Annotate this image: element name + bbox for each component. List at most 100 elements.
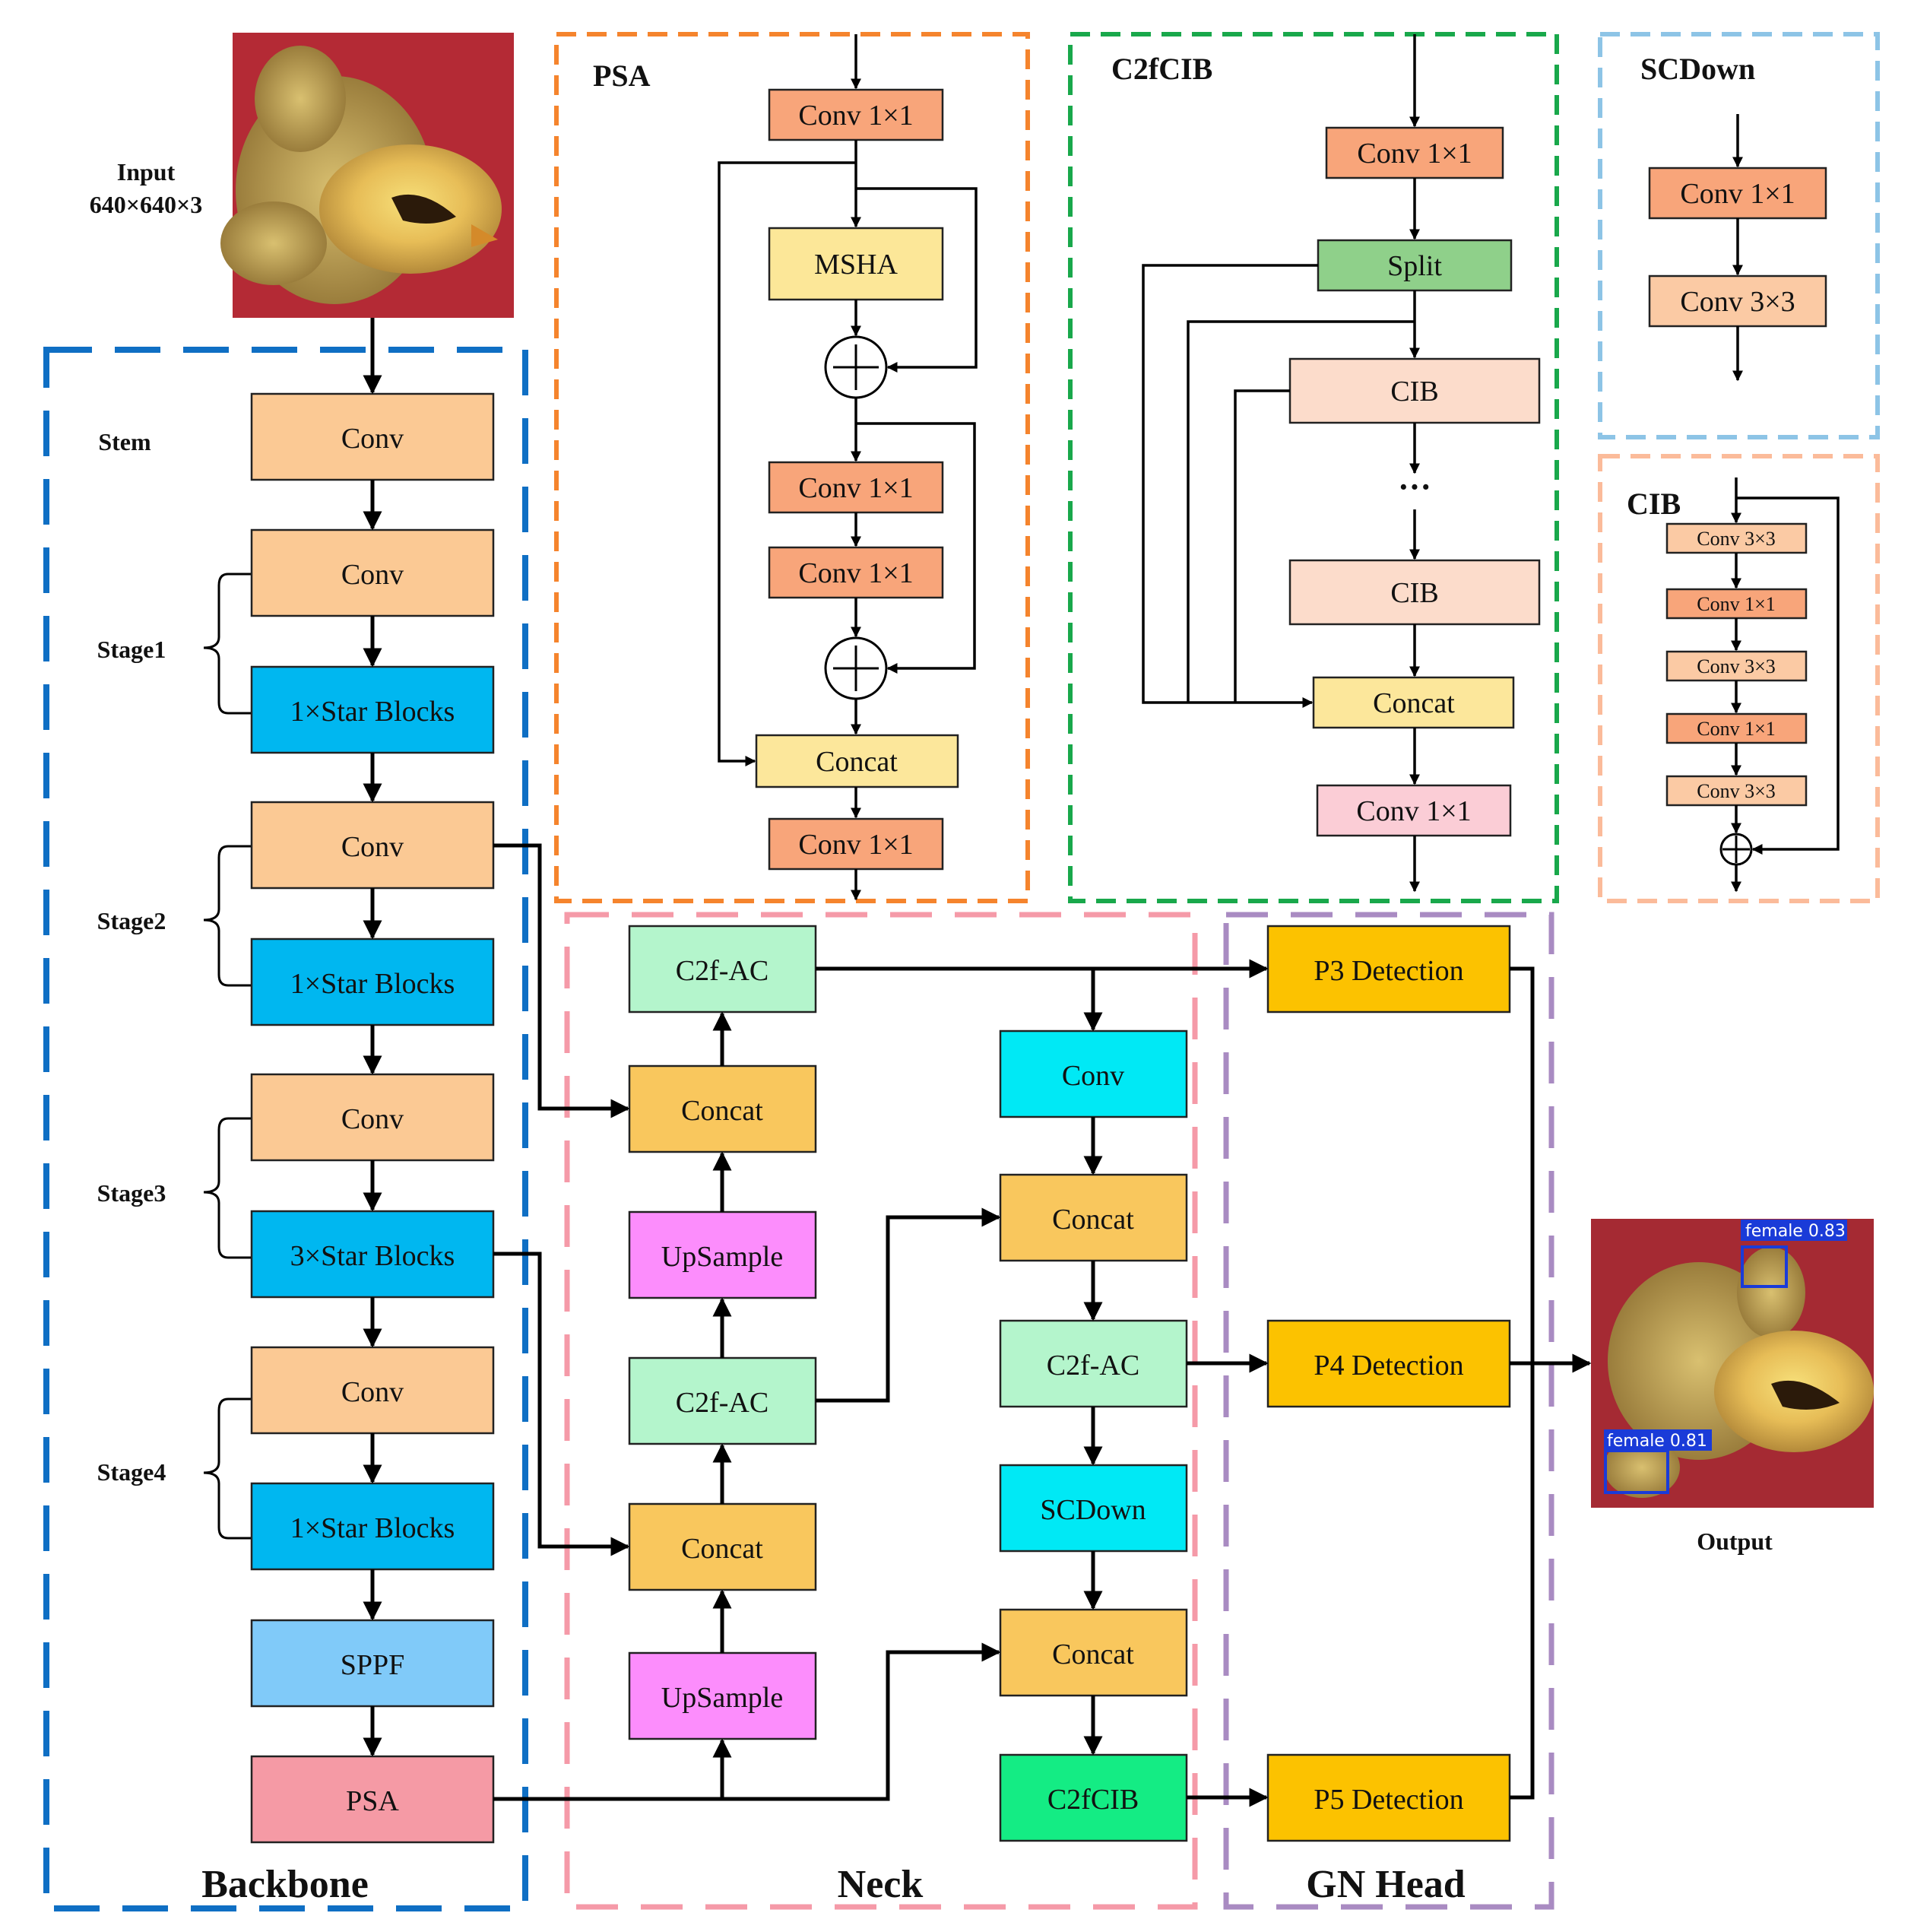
svg-text:SCDown: SCDown xyxy=(1040,1494,1146,1526)
backbone-title: Backbone xyxy=(201,1863,369,1906)
cib-conv-5: Conv 3×3 xyxy=(1665,775,1808,807)
svg-text:Conv: Conv xyxy=(341,559,404,591)
svg-text:Conv 1×1: Conv 1×1 xyxy=(798,472,913,504)
head-p3-detection: P3 Detection xyxy=(1266,925,1511,1014)
input-image xyxy=(220,33,514,318)
svg-text:Conv 3×3: Conv 3×3 xyxy=(1697,780,1776,802)
c2fcib-detail-title: C2fCIB xyxy=(1111,52,1212,86)
svg-text:P4 Detection: P4 Detection xyxy=(1314,1350,1463,1382)
backbone-border xyxy=(43,347,528,1911)
svg-text:Conv 1×1: Conv 1×1 xyxy=(1697,593,1776,615)
head-p4-detection: P4 Detection xyxy=(1266,1319,1511,1408)
svg-text:1×Star Blocks: 1×Star Blocks xyxy=(290,968,455,1000)
svg-text:Conv 1×1: Conv 1×1 xyxy=(1680,178,1795,210)
stage-label-stem: Stem xyxy=(98,428,151,455)
svg-text:Concat: Concat xyxy=(1052,1204,1134,1236)
svg-text:C2fCIB: C2fCIB xyxy=(1047,1784,1139,1816)
neck-c2fac-right: C2f-AC xyxy=(999,1319,1188,1408)
svg-text:UpSample: UpSample xyxy=(661,1241,783,1273)
neck-border xyxy=(564,912,1198,1910)
svg-text:3×Star Blocks: 3×Star Blocks xyxy=(290,1240,455,1272)
svg-text:1×Star Blocks: 1×Star Blocks xyxy=(290,696,455,728)
bb-conv-stem: Conv xyxy=(250,392,495,481)
stage-label-stage2: Stage2 xyxy=(97,907,166,934)
cib-conv-4: Conv 1×1 xyxy=(1665,712,1808,744)
svg-text:Conv 1×1: Conv 1×1 xyxy=(1356,795,1471,827)
psa-conv-4: Conv 1×1 xyxy=(768,817,944,871)
psa-edges xyxy=(718,34,978,901)
detection-label-1: female 0.83 xyxy=(1745,1222,1846,1241)
svg-text:Concat: Concat xyxy=(681,1095,763,1127)
c2fcib-detail-border xyxy=(1068,32,1559,903)
svg-text:Conv 3×3: Conv 3×3 xyxy=(1680,286,1795,318)
input-size: 640×640×3 xyxy=(90,191,202,218)
bb-star-stage3: 3×Star Blocks xyxy=(250,1210,495,1299)
svg-text:Conv: Conv xyxy=(341,1376,404,1408)
scdown-detail-border xyxy=(1598,32,1880,439)
svg-text:SPPF: SPPF xyxy=(341,1649,405,1681)
svg-text:1×Star Blocks: 1×Star Blocks xyxy=(290,1512,455,1544)
stage-label-stage4: Stage4 xyxy=(97,1458,166,1486)
svg-text:Conv 3×3: Conv 3×3 xyxy=(1697,655,1776,677)
svg-text:Conv 1×1: Conv 1×1 xyxy=(798,557,913,589)
head-title: GN Head xyxy=(1306,1863,1466,1906)
c2fcib-split: Split xyxy=(1317,239,1513,292)
svg-text:CIB: CIB xyxy=(1390,376,1438,408)
neck-c2fac-top: C2f-AC xyxy=(628,925,817,1014)
psa-conv-3: Conv 1×1 xyxy=(768,546,944,599)
c2fcib-edges xyxy=(1142,34,1420,893)
bb-conv-stage2: Conv xyxy=(250,801,495,890)
svg-text:UpSample: UpSample xyxy=(661,1682,783,1714)
bb-conv-stage4: Conv xyxy=(250,1346,495,1435)
svg-text:C2f-AC: C2f-AC xyxy=(1047,1350,1139,1382)
bb-star-stage1: 1×Star Blocks xyxy=(250,665,495,754)
svg-text:Concat: Concat xyxy=(1373,687,1455,719)
c2fcib-conv-1: Conv 1×1 xyxy=(1325,126,1504,179)
svg-text:Concat: Concat xyxy=(681,1533,763,1565)
neck-title: Neck xyxy=(838,1863,924,1906)
scdown-detail-title: SCDown xyxy=(1640,52,1755,86)
stage-label-stage1: Stage1 xyxy=(97,636,166,663)
cib-detail-title: CIB xyxy=(1627,487,1681,521)
c2fcib-cib-2: CIB xyxy=(1288,559,1541,626)
svg-text:Split: Split xyxy=(1387,250,1442,282)
svg-text:CIB: CIB xyxy=(1390,577,1438,609)
neck-concat-3: Concat xyxy=(999,1173,1188,1262)
svg-text:Conv 1×1: Conv 1×1 xyxy=(1697,718,1776,740)
output-label: Output xyxy=(1697,1528,1773,1555)
bb-conv-stage3: Conv xyxy=(250,1073,495,1162)
c2fcib-concat: Concat xyxy=(1312,676,1515,729)
psa-add-1 xyxy=(824,335,888,399)
svg-text:MSHA: MSHA xyxy=(814,249,898,281)
c2fcib-conv-2: Conv 1×1 xyxy=(1316,784,1512,837)
neck-concat-1: Concat xyxy=(628,1064,817,1153)
neck-conv: Conv xyxy=(999,1029,1188,1118)
svg-text:Conv: Conv xyxy=(1062,1060,1124,1092)
neck-concat-4: Concat xyxy=(999,1608,1188,1697)
svg-text:Conv 1×1: Conv 1×1 xyxy=(1357,138,1472,170)
detection-label-2: female 0.81 xyxy=(1607,1432,1707,1451)
bb-star-stage2: 1×Star Blocks xyxy=(250,937,495,1026)
cib-edges xyxy=(1731,477,1840,893)
stage-braces xyxy=(203,573,251,1540)
c2fcib-cib-1: CIB xyxy=(1288,357,1541,424)
neck-c2fcib: C2fCIB xyxy=(999,1753,1188,1842)
svg-text:Concat: Concat xyxy=(1052,1639,1134,1670)
output-image xyxy=(1591,1219,1874,1508)
psa-concat: Concat xyxy=(755,734,959,788)
neck-upsample-2: UpSample xyxy=(628,1651,817,1740)
main-graph-edges xyxy=(493,843,1592,1807)
cib-conv-1: Conv 3×3 xyxy=(1665,522,1808,554)
psa-conv-1: Conv 1×1 xyxy=(768,88,944,141)
cib-detail-border xyxy=(1598,454,1880,903)
cib-conv-3: Conv 3×3 xyxy=(1665,650,1808,682)
svg-text:Conv 1×1: Conv 1×1 xyxy=(798,100,913,132)
head-p5-detection: P5 Detection xyxy=(1266,1753,1511,1842)
bb-conv-stage1: Conv xyxy=(250,528,495,617)
bb-star-stage4: 1×Star Blocks xyxy=(250,1482,495,1571)
neck-upsample-1: UpSample xyxy=(628,1210,817,1299)
svg-text:C2f-AC: C2f-AC xyxy=(676,1387,769,1419)
c2fcib-ellipsis: ··· xyxy=(1398,468,1431,506)
psa-msha: MSHA xyxy=(768,227,944,301)
bb-psa: PSA xyxy=(250,1755,495,1844)
